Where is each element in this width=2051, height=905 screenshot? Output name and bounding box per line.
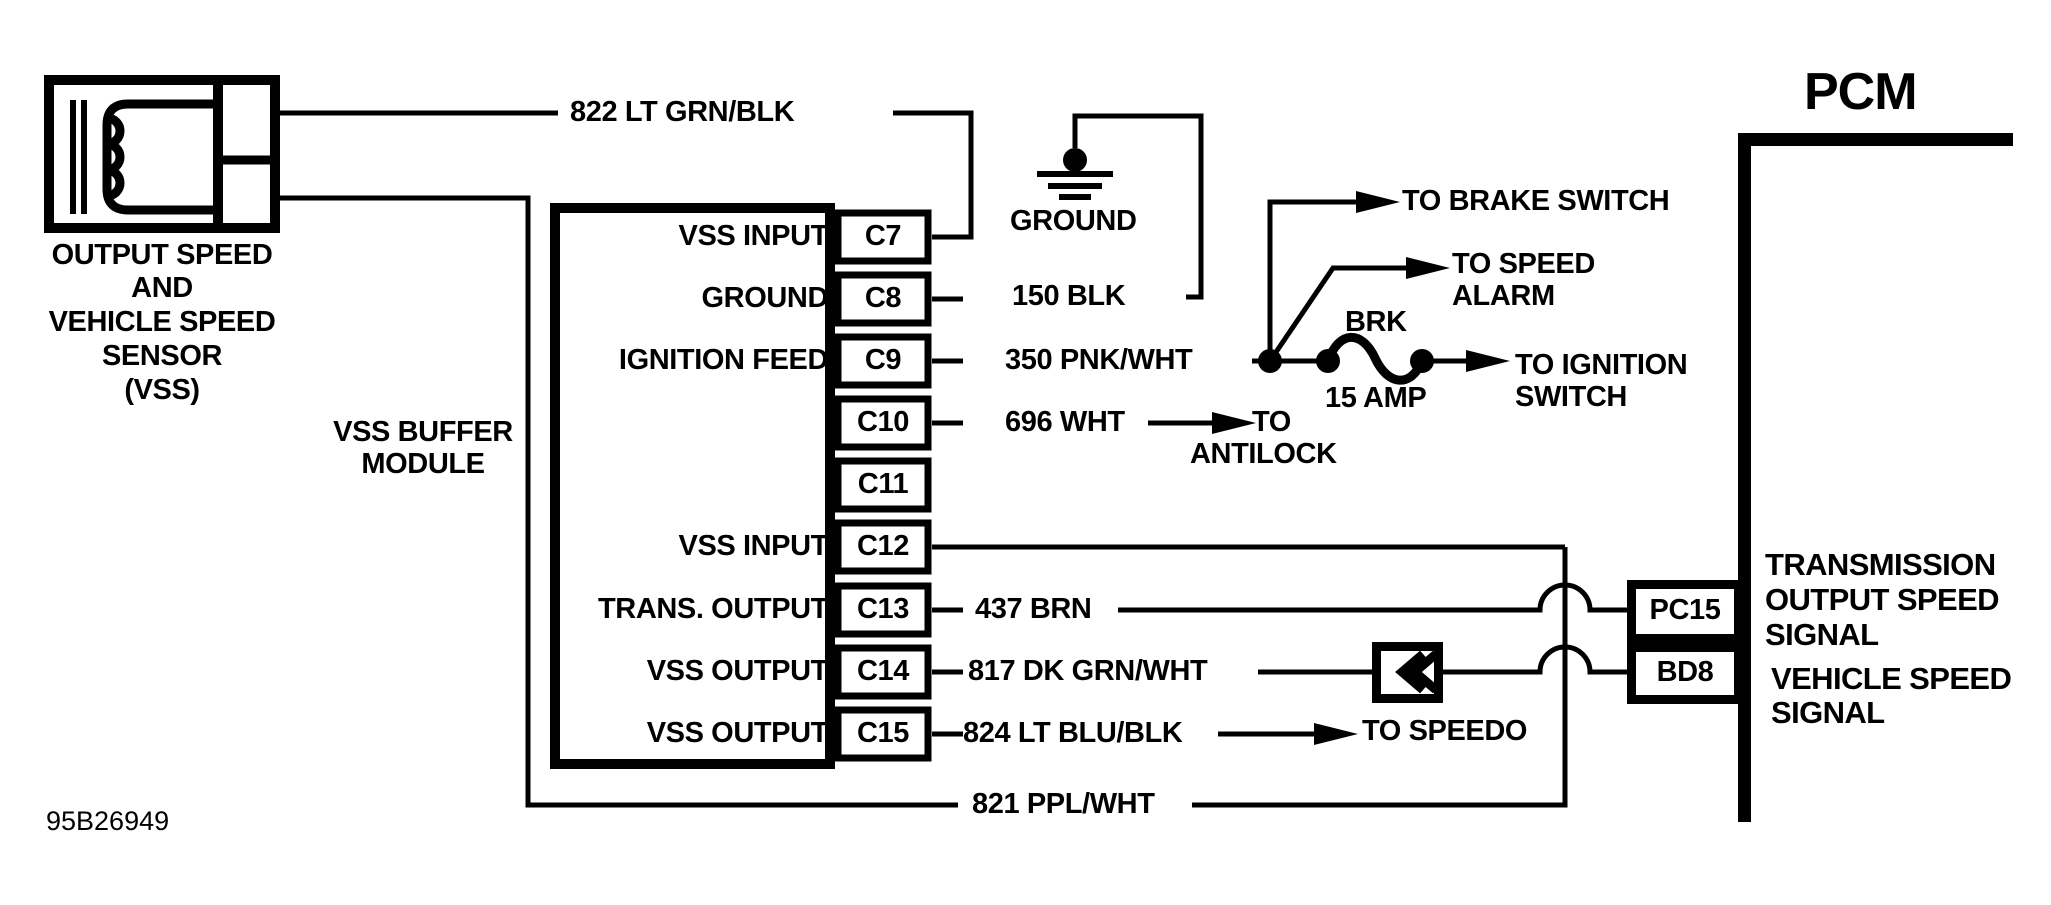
ground-label: GROUND [1010, 205, 1137, 237]
pin-function-c12: VSS INPUT [678, 530, 829, 562]
to-antilock-label-line-2: ANTILOCK [1190, 438, 1337, 470]
sensor-caption-line-4: SENSOR [101, 340, 223, 372]
wire-350 [932, 199, 1472, 364]
pin-function-c8: GROUND [701, 282, 829, 314]
figure-id: 95B26949 [46, 806, 170, 836]
pin-function-c14: VSS OUTPUT [646, 655, 829, 687]
pin-id-c8: C8 [864, 282, 902, 314]
wire-437 [932, 582, 1627, 613]
arrow-to-antilock [1212, 412, 1256, 434]
arrow-to-speedo [1314, 723, 1358, 745]
pin-box-c14 [834, 644, 932, 700]
to-brake-switch-label: TO BRAKE SWITCH [1402, 185, 1670, 217]
pin-box-c8 [834, 271, 932, 327]
module-name-line-2: MODULE [361, 448, 485, 480]
wire-label-824: 824 LT BLU/BLK [963, 717, 1183, 749]
fuse-rating-label: 15 AMP [1325, 382, 1427, 414]
wire-label-822: 822 LT GRN/BLK [570, 96, 795, 128]
ground-dot [1063, 148, 1087, 172]
pin-id-c10: C10 [857, 406, 909, 438]
sensor-coil [102, 99, 213, 215]
wire-150 [932, 113, 1204, 302]
pc15-signal-line-1: TRANSMISSION [1765, 547, 1996, 582]
bd8-box [1627, 643, 1743, 704]
wire-label-696: 696 WHT [1005, 406, 1125, 438]
pin-id-c7: C7 [864, 220, 902, 252]
fuse-name-label: BRK [1345, 306, 1407, 338]
pin-box-c7 [834, 209, 932, 265]
pcm-pin-id-bd8: BD8 [1656, 656, 1714, 688]
sensor-coil-bumps [106, 113, 125, 201]
pc15-box [1627, 580, 1743, 643]
arrow-to-speed-alarm [1406, 257, 1450, 279]
pin-function-c13: TRANS. OUTPUT [597, 593, 828, 625]
sensor-caption-line-5: (VSS) [124, 374, 200, 406]
pin-box-c11 [834, 457, 932, 513]
pcm-title: PCM [1804, 63, 1918, 121]
ground-symbol [1037, 171, 1113, 200]
sensor-caption-line-3: VEHICLE SPEED [48, 306, 276, 338]
pin-id-c9: C9 [864, 344, 902, 376]
pin-id-c11: C11 [857, 468, 909, 500]
wire-822 [280, 110, 974, 240]
to-speed-alarm-label-line-2: ALARM [1452, 280, 1555, 312]
wire-label-437: 437 BRN [975, 593, 1092, 625]
pin-function-c15: VSS OUTPUT [646, 717, 829, 749]
wire-817 [932, 644, 1627, 675]
pin-box-c13 [834, 582, 932, 638]
pin-function-c9: IGNITION FEED [618, 344, 828, 376]
pcm-outline [1738, 133, 2013, 822]
pc15-signal-line-3: SIGNAL [1765, 617, 1879, 652]
pin-id-c15: C15 [857, 717, 909, 749]
pin-id-c12: C12 [857, 530, 909, 562]
inline-connector-box [1372, 642, 1443, 703]
to-ignition-switch-label-line-2: SWITCH [1515, 381, 1627, 413]
pin-id-c14: C14 [857, 655, 909, 687]
pin-function-c7: VSS INPUT [678, 220, 829, 252]
junction-dot [1258, 349, 1282, 373]
arrow-to-ignition-switch [1466, 350, 1510, 372]
vss-sensor-box [44, 75, 280, 233]
to-antilock-label-line-1: TO [1252, 406, 1291, 438]
wire-821 [280, 195, 1568, 808]
to-ignition-switch-label-line-1: TO IGNITION [1515, 349, 1688, 381]
wire-label-817: 817 DK GRN/WHT [968, 655, 1208, 687]
pin-box-c10 [834, 395, 932, 451]
pin-box-c9 [834, 333, 932, 389]
bd8-signal-line-1: VEHICLE SPEED [1771, 661, 2012, 696]
to-speed-alarm-label-line-1: TO SPEED [1452, 248, 1595, 280]
inline-connector-chevrons-icon [1395, 650, 1439, 694]
pin-box-c12 [834, 519, 932, 575]
bd8-signal-line-2: SIGNAL [1771, 695, 1885, 730]
pin-id-c13: C13 [857, 593, 909, 625]
wire-label-350: 350 PNK/WHT [1005, 344, 1193, 376]
sensor-caption-line-2: AND [131, 272, 193, 304]
fuse-wave [1323, 332, 1427, 385]
pin-box-c15 [834, 706, 932, 762]
wire-label-150: 150 BLK [1012, 280, 1126, 312]
vss-buffer-module-box [550, 203, 835, 769]
sensor-caption-line-1: OUTPUT SPEED [51, 239, 273, 271]
module-name-line-1: VSS BUFFER [333, 416, 513, 448]
to-speedo-label: TO SPEEDO [1362, 715, 1528, 747]
wire-label-821: 821 PPL/WHT [972, 788, 1155, 820]
arrow-to-brake-switch [1356, 191, 1400, 213]
pcm-pin-id-pc15: PC15 [1649, 594, 1721, 626]
pc15-signal-line-2: OUTPUT SPEED [1765, 582, 2000, 617]
